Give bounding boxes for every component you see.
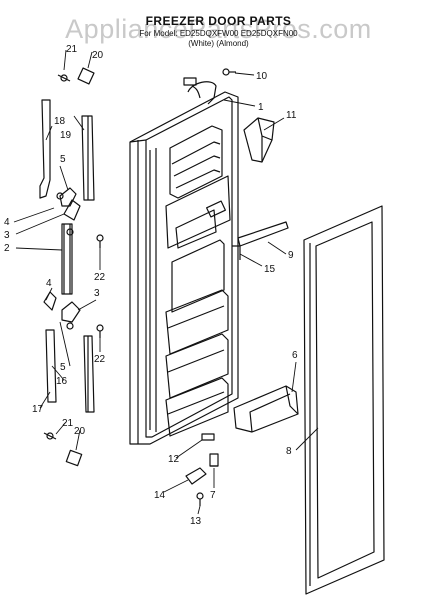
callout-13: 13 bbox=[190, 516, 202, 527]
callout-12: 12 bbox=[168, 454, 180, 465]
left-parts bbox=[39, 67, 104, 467]
callout-18: 18 bbox=[54, 116, 66, 127]
callout-22: 22 bbox=[94, 272, 106, 283]
callout-7: 7 bbox=[210, 490, 216, 501]
callout-20-lower: 20 bbox=[74, 426, 86, 437]
callout-21-lower: 21 bbox=[62, 418, 74, 429]
callout-4: 4 bbox=[4, 217, 10, 228]
callout-22-lower: 22 bbox=[94, 354, 106, 365]
variant-line: (White) (Almond) bbox=[188, 39, 249, 48]
model-line: For Model: ED25DQXFW00 ED25DQXFN00 bbox=[139, 29, 298, 38]
diagram-title: FREEZER DOOR PARTS bbox=[145, 14, 292, 28]
callout-20: 20 bbox=[92, 50, 104, 61]
right-parts bbox=[185, 68, 385, 595]
callout-1: 1 bbox=[258, 102, 264, 113]
callout-8: 8 bbox=[286, 446, 292, 457]
leader-lines bbox=[13, 49, 319, 515]
callout-4-lower: 4 bbox=[46, 278, 52, 289]
callout-21: 21 bbox=[66, 44, 78, 55]
callout-3-lower: 3 bbox=[94, 288, 100, 299]
callout-11: 11 bbox=[286, 110, 297, 121]
callout-19: 19 bbox=[60, 130, 72, 141]
watermark: AppliancePartsPros.com bbox=[65, 14, 372, 44]
callout-5: 5 bbox=[60, 154, 66, 165]
callout-10: 10 bbox=[256, 71, 268, 82]
callout-3: 3 bbox=[4, 230, 10, 241]
callout-6: 6 bbox=[292, 350, 298, 361]
callout-14: 14 bbox=[154, 490, 166, 501]
callout-15: 15 bbox=[264, 264, 276, 275]
callout-2: 2 bbox=[4, 243, 10, 254]
callout-9: 9 bbox=[288, 250, 294, 261]
callout-17: 17 bbox=[32, 404, 44, 415]
door-panel bbox=[129, 77, 239, 445]
callout-5-lower: 5 bbox=[60, 362, 66, 373]
callout-16: 16 bbox=[56, 376, 68, 387]
callouts: 1 2 3 3 4 4 5 5 6 7 8 9 10 11 12 13 14 1… bbox=[4, 44, 298, 527]
